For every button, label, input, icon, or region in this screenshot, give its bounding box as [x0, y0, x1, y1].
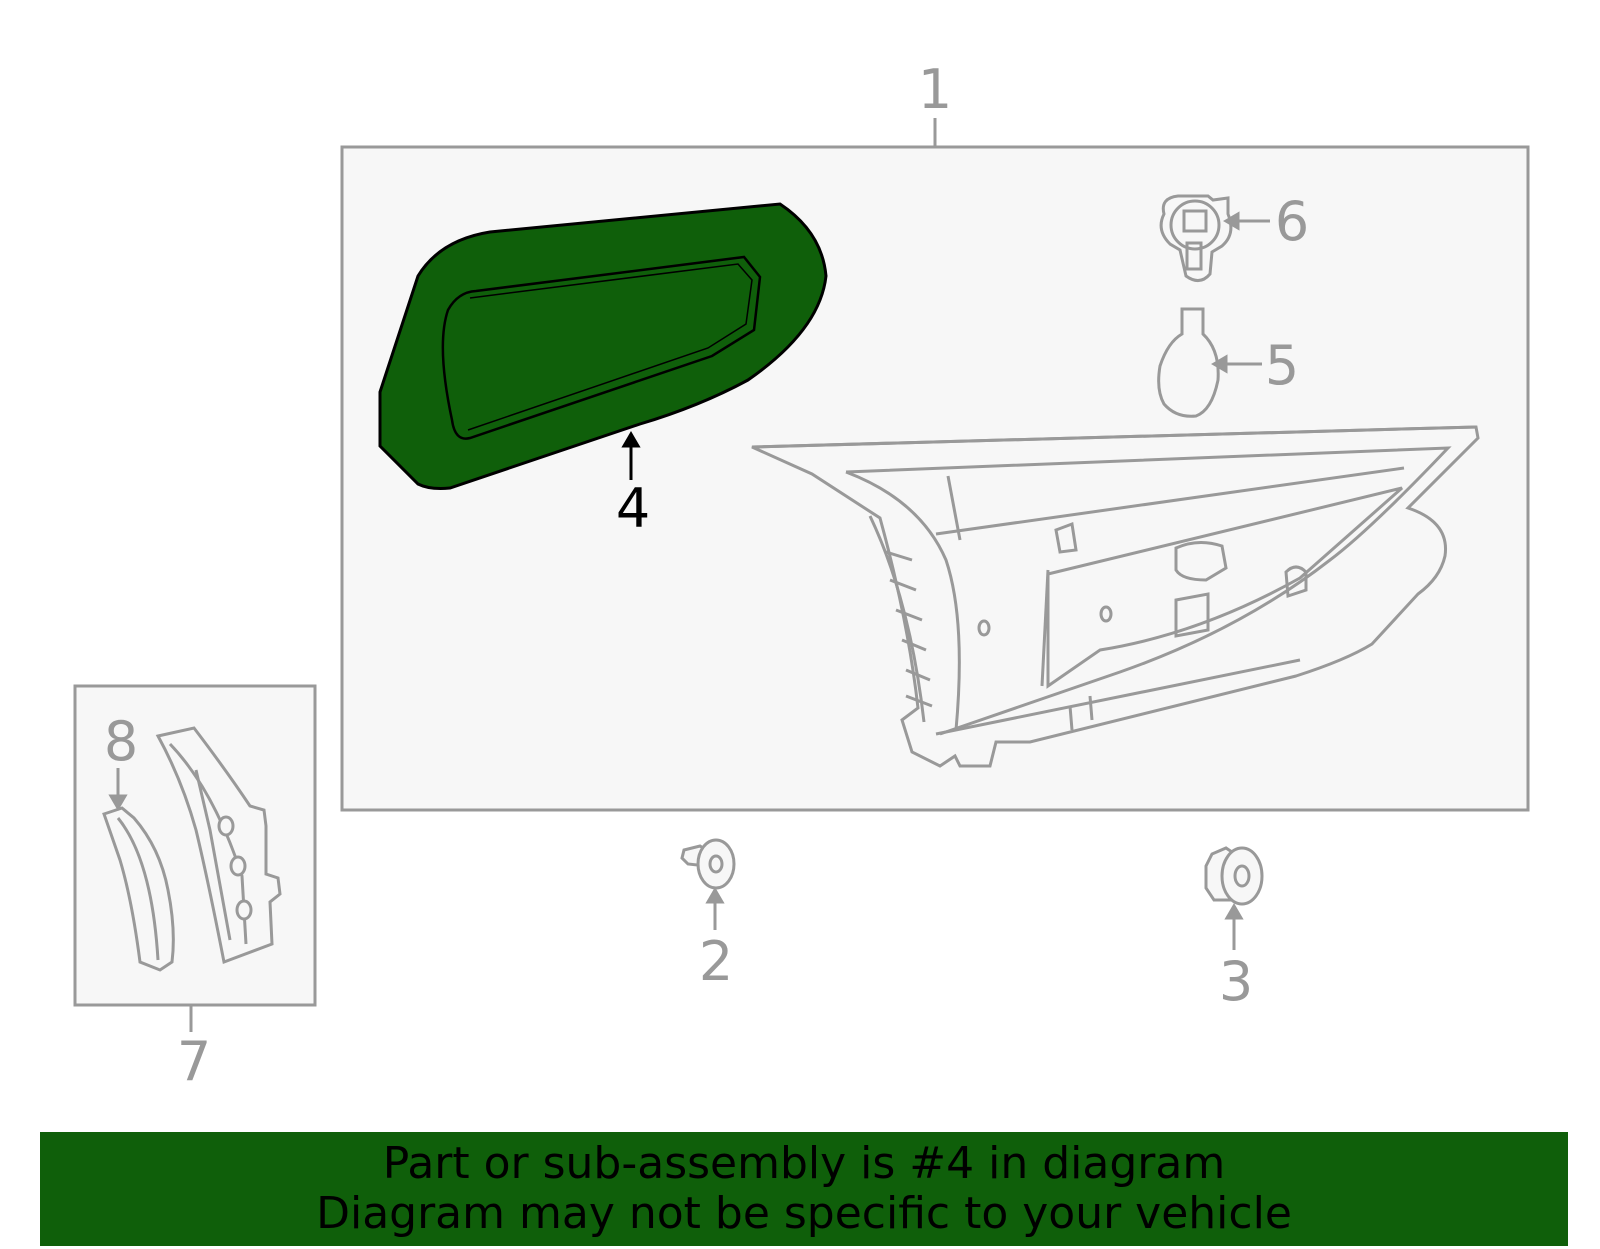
- callout-arrow-4: [621, 431, 641, 480]
- part-2-clip: [680, 838, 736, 890]
- callout-3: 3: [1219, 950, 1253, 1013]
- callout-1: 1: [918, 58, 952, 121]
- callout-2: 2: [699, 930, 733, 993]
- info-banner: Part or sub-assembly is #4 in diagram Di…: [40, 1132, 1568, 1246]
- part-1-tail-lamp-housing: [751, 425, 1480, 768]
- part-3-nut: [1204, 846, 1264, 906]
- callout-4: 4: [616, 477, 650, 540]
- part-8-strip: [102, 806, 175, 972]
- part-7-side-lamp: [155, 726, 282, 965]
- part-4-highlighted[interactable]: [378, 202, 828, 490]
- banner-line-2: Diagram may not be specific to your vehi…: [316, 1188, 1292, 1239]
- callout-7: 7: [177, 1030, 211, 1093]
- callout-6: 6: [1275, 190, 1309, 253]
- callout-8: 8: [104, 710, 138, 773]
- banner-line-1: Part or sub-assembly is #4 in diagram: [382, 1138, 1226, 1189]
- callout-arrows: [108, 211, 1270, 950]
- callout-5: 5: [1265, 334, 1299, 397]
- part-6-socket: [1159, 194, 1233, 282]
